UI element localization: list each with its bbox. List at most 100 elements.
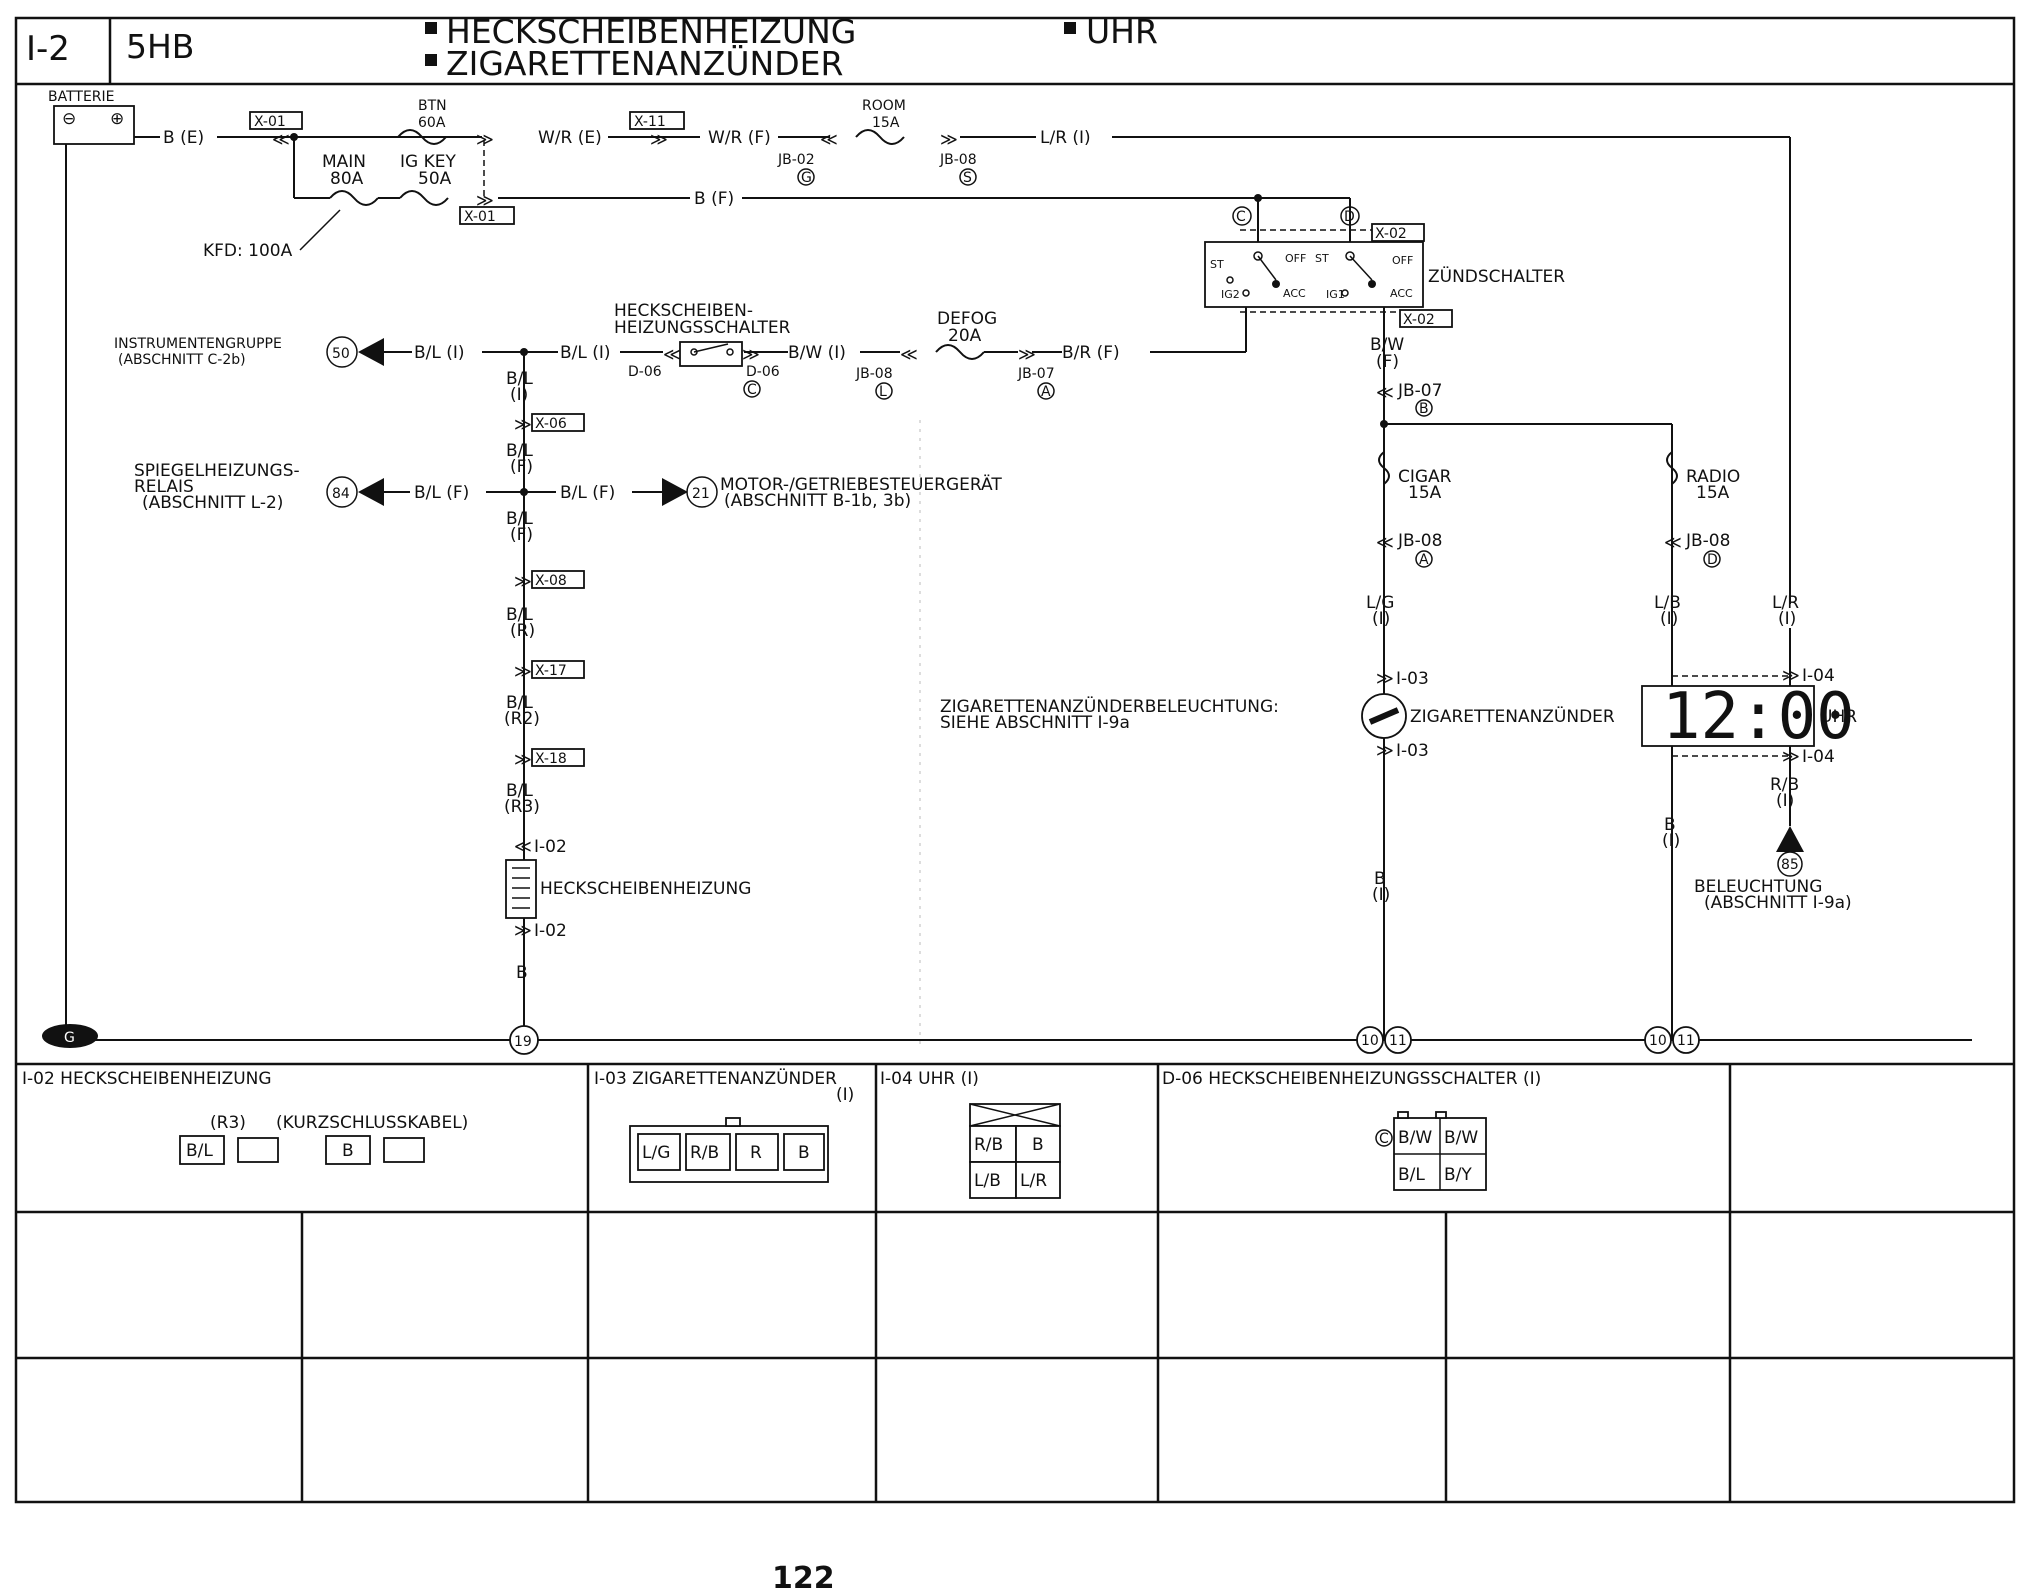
svg-text:50A: 50A xyxy=(418,169,452,189)
clock-display xyxy=(1641,685,1815,747)
svg-text:R/B: R/B xyxy=(690,1143,719,1163)
svg-text:JB-02: JB-02 xyxy=(777,152,815,168)
svg-text:≫: ≫ xyxy=(514,415,532,435)
svg-text:60A: 60A xyxy=(418,115,446,131)
svg-text:I-04: I-04 xyxy=(1802,747,1835,767)
svg-text:(F): (F) xyxy=(510,525,533,545)
svg-text:S: S xyxy=(963,170,972,186)
svg-text:≫: ≫ xyxy=(1376,669,1394,689)
svg-text:(I): (I) xyxy=(510,385,528,405)
connector-x18 xyxy=(531,748,585,767)
svg-text:DEFOG: DEFOG xyxy=(937,309,997,329)
svg-text:80A: 80A xyxy=(330,169,364,189)
svg-text:(F): (F) xyxy=(1376,352,1399,372)
fuse-btn xyxy=(397,129,447,145)
conn-i03-title: I-03 ZIGARETTENANZÜNDER xyxy=(594,1067,837,1089)
svg-text:(KURZSCHLUSSKABEL): (KURZSCHLUSSKABEL) xyxy=(276,1113,468,1133)
svg-text:⊖: ⊖ xyxy=(62,109,76,129)
svg-text:B (E): B (E) xyxy=(163,128,204,148)
svg-text:MOTOR-/GETRIEBESTEUERGERÄT: MOTOR-/GETRIEBESTEUERGERÄT xyxy=(720,474,1002,495)
connector-x08 xyxy=(531,570,585,589)
svg-text:≫: ≫ xyxy=(1018,345,1036,365)
svg-text:JB-07: JB-07 xyxy=(1017,366,1055,382)
svg-text:G: G xyxy=(801,170,812,186)
svg-text:L/R: L/R xyxy=(1772,593,1799,613)
svg-text:A: A xyxy=(1041,384,1051,400)
svg-text:B/Y: B/Y xyxy=(1444,1165,1472,1185)
fuse-radio xyxy=(1666,451,1678,485)
svg-text:OFF: OFF xyxy=(1285,252,1306,265)
svg-text:ST: ST xyxy=(1315,252,1329,265)
connector-x02b xyxy=(1399,309,1453,328)
svg-text:X-11: X-11 xyxy=(634,114,666,130)
svg-text:JB-08: JB-08 xyxy=(1685,531,1730,551)
svg-text:IG1: IG1 xyxy=(1326,288,1345,301)
page-frame xyxy=(14,16,2016,1504)
mirror-relay-ref xyxy=(326,476,358,508)
svg-text:RADIO: RADIO xyxy=(1686,467,1740,487)
fuse-main xyxy=(329,190,379,206)
svg-text:B/L: B/L xyxy=(506,441,533,461)
ground-symbol xyxy=(42,1024,98,1048)
svg-text:19: 19 xyxy=(514,1034,532,1050)
svg-text:X-18: X-18 xyxy=(535,751,567,767)
svg-text:BTN: BTN xyxy=(418,98,447,114)
ignition-switch xyxy=(1204,241,1424,308)
svg-text:(I): (I) xyxy=(1660,609,1678,629)
svg-text:ZIGARETTENANZÜNDERBELEUCHTUNG:: ZIGARETTENANZÜNDERBELEUCHTUNG: xyxy=(940,695,1279,717)
svg-text:10: 10 xyxy=(1649,1033,1667,1049)
svg-text:X-01: X-01 xyxy=(254,114,286,130)
svg-text:(ABSCHNITT C-2b): (ABSCHNITT C-2b) xyxy=(118,352,246,368)
header-title-1: HECKSCHEIBENHEIZUNG xyxy=(446,12,856,51)
svg-text:15A: 15A xyxy=(872,115,900,131)
ground-point-19 xyxy=(509,1025,539,1055)
header-title-3: UHR xyxy=(1086,12,1158,51)
fuse-cigar xyxy=(1378,451,1390,485)
heater-label: HECKSCHEIBENHEIZUNG xyxy=(540,879,751,899)
svg-text:≪: ≪ xyxy=(900,345,918,365)
svg-text:(ABSCHNITT I-9a): (ABSCHNITT I-9a) xyxy=(1704,893,1852,913)
svg-text:L/R (I): L/R (I) xyxy=(1040,128,1091,148)
svg-text:IG2: IG2 xyxy=(1221,288,1240,301)
svg-text:≫: ≫ xyxy=(940,130,958,150)
svg-text:D-06: D-06 xyxy=(628,364,662,380)
section-id: I-2 xyxy=(26,29,70,69)
svg-text:ACC: ACC xyxy=(1283,287,1306,300)
svg-text:SPIEGELHEIZUNGS-: SPIEGELHEIZUNGS- xyxy=(134,461,300,481)
svg-text:C: C xyxy=(747,382,757,398)
svg-text:B/L: B/L xyxy=(506,781,533,801)
svg-text:B/L: B/L xyxy=(1398,1165,1425,1185)
svg-text:HEIZUNGSSCHALTER: HEIZUNGSSCHALTER xyxy=(614,318,791,338)
svg-text:JB-08: JB-08 xyxy=(1397,531,1442,551)
battery-symbol xyxy=(53,105,135,145)
svg-text:L/G: L/G xyxy=(1366,593,1394,613)
battery-label: BATTERIE xyxy=(48,89,115,105)
svg-text:L/B: L/B xyxy=(974,1171,1001,1191)
svg-text:21: 21 xyxy=(692,486,710,502)
svg-text:11: 11 xyxy=(1677,1033,1695,1049)
connector-x17 xyxy=(531,660,585,679)
kfd-fuse-label: KFD: 100A xyxy=(203,241,293,261)
connector-x01b xyxy=(459,206,515,225)
svg-text:CIGAR: CIGAR xyxy=(1398,467,1452,487)
svg-text:D-06: D-06 xyxy=(746,364,780,380)
svg-text:≫: ≫ xyxy=(476,130,494,150)
svg-text:≫: ≫ xyxy=(650,130,668,150)
svg-text:B: B xyxy=(1419,401,1429,417)
svg-text:HECKSCHEIBEN-: HECKSCHEIBEN- xyxy=(614,301,753,321)
illumination-ref xyxy=(1777,851,1803,877)
svg-text:C: C xyxy=(1236,209,1246,225)
connector-x01 xyxy=(249,111,303,130)
clock-label: UHR xyxy=(1820,707,1857,727)
svg-text:≫: ≫ xyxy=(514,750,532,770)
svg-text:B: B xyxy=(342,1141,354,1161)
instrument-cluster-ref xyxy=(326,336,358,368)
svg-text:(ABSCHNITT B-1b, 3b): (ABSCHNITT B-1b, 3b) xyxy=(724,491,911,511)
ecu-ref xyxy=(686,476,718,508)
svg-text:X-02: X-02 xyxy=(1375,226,1407,242)
model-code: 5HB xyxy=(126,27,194,66)
svg-text:R/B: R/B xyxy=(974,1135,1003,1155)
svg-text:⊕: ⊕ xyxy=(110,109,124,129)
svg-text:L/B: L/B xyxy=(1654,593,1681,613)
